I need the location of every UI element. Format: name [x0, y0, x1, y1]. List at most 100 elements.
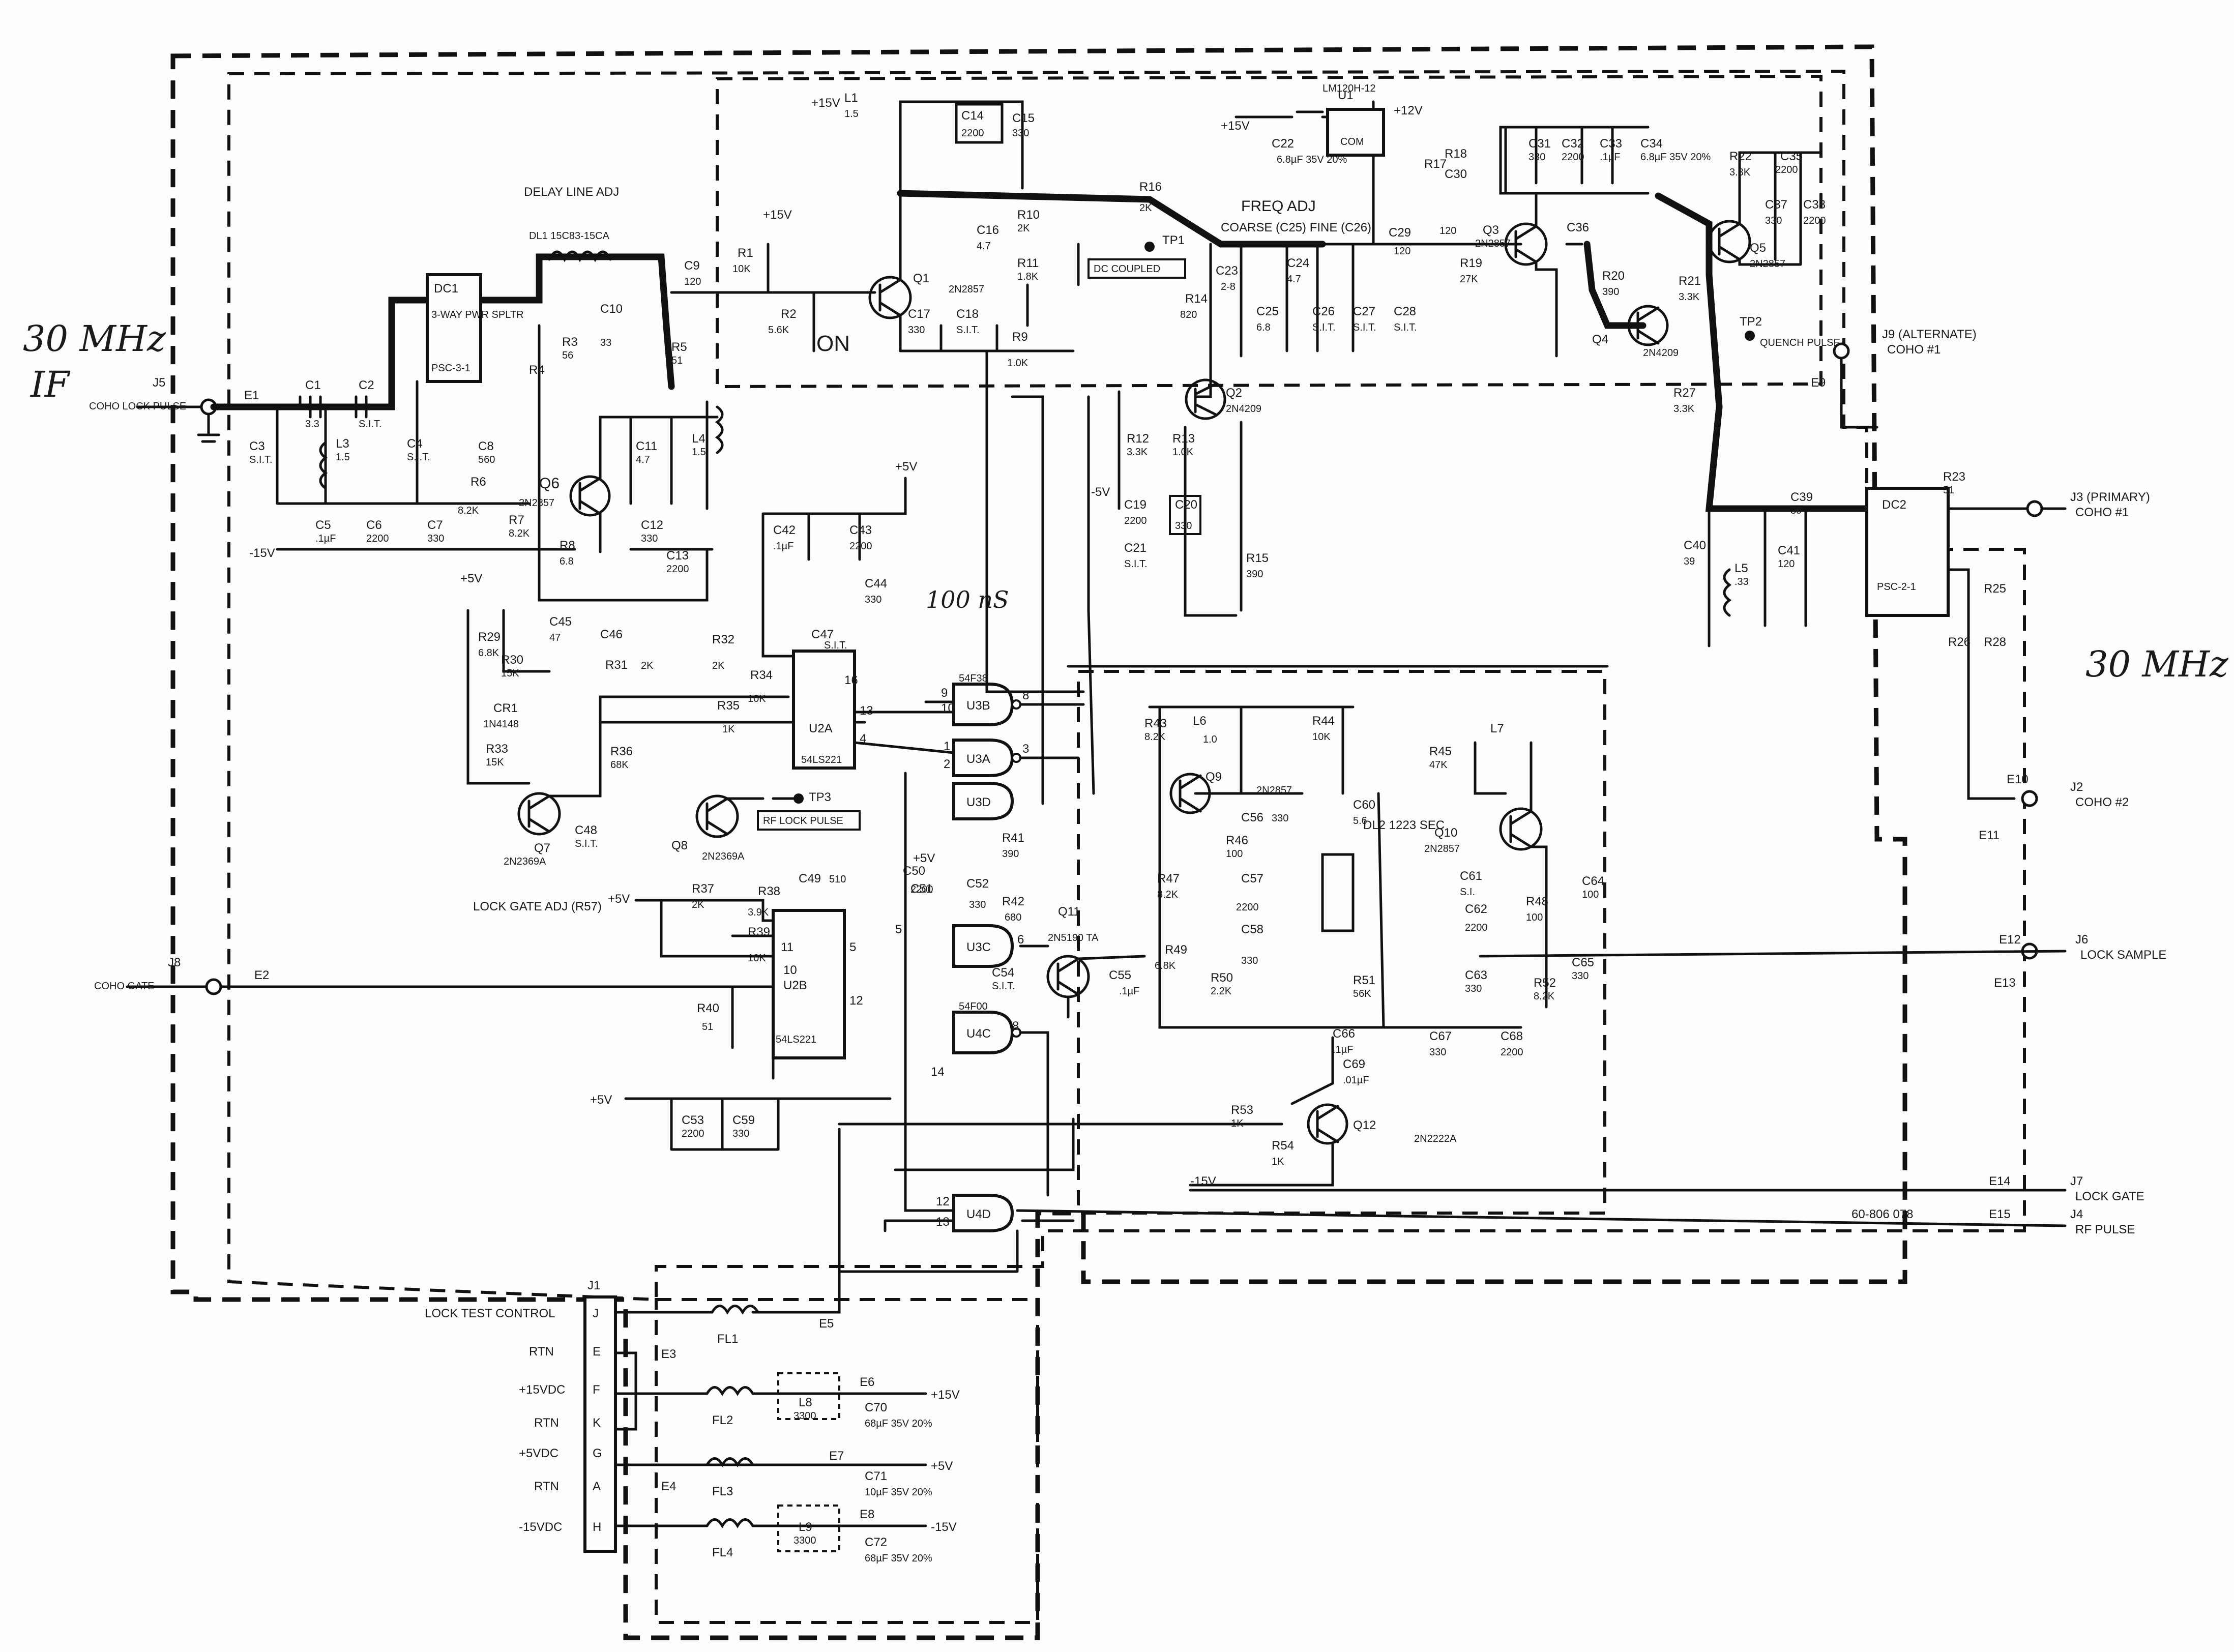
r21-label: R21 [1679, 274, 1701, 288]
c23-value: 2-8 [1221, 281, 1236, 292]
r41-value: 390 [1002, 848, 1019, 860]
plus5-c50: +5V [913, 851, 935, 865]
u2b-label: U2B [783, 979, 807, 992]
r50-value: 2.2K [1211, 986, 1232, 997]
plus5-u2: +5V [895, 460, 917, 474]
c15-label: C15 [1012, 111, 1035, 125]
on-note: ON [816, 331, 850, 356]
c21-value: S.I.T. [1124, 558, 1148, 570]
r34-label: R34 [750, 668, 773, 682]
c59-label: C59 [732, 1113, 755, 1127]
c65-value: 330 [1572, 970, 1589, 982]
e6-label: E6 [860, 1375, 874, 1389]
c32-value: 2200 [1562, 152, 1584, 163]
r42-value: 680 [1005, 912, 1021, 923]
l9-value: 3300 [793, 1535, 816, 1546]
q7-label: Q7 [534, 841, 550, 855]
q3-label: Q3 [1483, 223, 1499, 237]
e15-label: E15 [1989, 1207, 2011, 1221]
q7-type: 2N2369A [504, 856, 546, 867]
q10-label: Q10 [1434, 826, 1457, 840]
c43-label: C43 [849, 523, 872, 537]
r18-label: R18 [1445, 147, 1467, 161]
j1-pin-label: RTN [529, 1345, 554, 1359]
c54-label: C54 [992, 966, 1014, 980]
c40-value: 39 [1684, 556, 1695, 567]
r54-label: R54 [1272, 1139, 1294, 1153]
l6-label: L6 [1193, 714, 1207, 728]
j2-label: J2 [2070, 780, 2083, 794]
dc1-splitter: DC1 3-WAY PWR SPLTR PSC-3-1 DELAY LINE A… [210, 185, 675, 410]
r35-value: 1K [722, 724, 735, 735]
c49-value: 510 [829, 874, 846, 885]
fl1-label: FL1 [717, 1332, 738, 1346]
c37-value: 330 [1765, 215, 1782, 226]
c47-label: C47 [811, 628, 834, 641]
u3b-label: U3B [966, 699, 990, 713]
c9-value: 120 [684, 276, 701, 287]
u2a-oneshot: U2A 54LS221 C47 S.I.T. C42 .1µF C43 2200… [761, 460, 917, 770]
u3-gates: U3B 54F38 U3A U3D U3C U4C 54F00 U4D 9 10… [853, 673, 1085, 1232]
e11-label: E11 [1979, 829, 2000, 842]
tp3-label: TP3 [809, 790, 831, 804]
c24-value: 4.7 [1287, 274, 1301, 285]
q1-type: 2N2857 [949, 284, 984, 295]
r14-label: R14 [1185, 292, 1208, 306]
l4-value: 1.5 [692, 447, 706, 458]
plus5-rail: +5V C53 2200 C59 330 [590, 1093, 892, 1151]
j9-label: J9 (ALTERNATE) [1882, 328, 1977, 341]
pin-9: 9 [941, 686, 948, 700]
r19-value: 27K [1460, 274, 1478, 285]
q11-label: Q11 [1058, 905, 1080, 919]
r1-value: 10K [732, 263, 751, 275]
oscillator-section: FREQ ADJ COARSE (C25) FINE (C26) U1 LM12… [1216, 83, 1870, 512]
c34-label: C34 [1640, 137, 1663, 151]
e7-label: E7 [829, 1449, 844, 1463]
c44-value: 330 [865, 594, 881, 605]
plus15-u1: +15V [1221, 119, 1250, 133]
r39-value: 10K [748, 953, 766, 964]
c7-value: 330 [427, 533, 444, 544]
q2-label: Q2 [1226, 386, 1242, 400]
r6-label: R6 [471, 475, 486, 489]
c41-label: C41 [1778, 544, 1800, 557]
q3-type: 2N2857 [1475, 238, 1511, 249]
r48-value: 100 [1526, 912, 1543, 923]
q12-type: 2N2222A [1414, 1133, 1457, 1144]
c11-value: 4.7 [636, 454, 650, 465]
c25-value: 6.8 [1256, 322, 1271, 333]
j7-desc: LOCK GATE [2075, 1190, 2144, 1203]
u1-label: U1 [1338, 88, 1354, 102]
delay-line-label: DELAY LINE ADJ [524, 185, 619, 199]
c2-value: S.I.T. [359, 419, 382, 430]
dc1-desc: 3-WAY PWR SPLTR [431, 309, 524, 320]
c14-label: C14 [961, 109, 984, 123]
r51-value: 56K [1353, 988, 1371, 999]
c24-label: C24 [1287, 256, 1309, 270]
c56-label: C56 [1241, 811, 1263, 824]
lock-gate-rf-outputs: J7 LOCK GATE J4 RF PULSE E14 E15 60-806 … [884, 1174, 2144, 1236]
j1-pin-label: RTN [534, 1416, 559, 1430]
pin-13b: 13 [936, 1215, 950, 1229]
c6-label: C6 [366, 518, 382, 532]
r49-value: 6.8K [1155, 960, 1176, 971]
c37-label: C37 [1765, 198, 1787, 212]
r51-label: R51 [1353, 973, 1375, 987]
c42-value: .1µF [773, 541, 793, 552]
u1-part: LM120H-12 [1322, 83, 1376, 94]
c51-label: C51 [910, 882, 933, 896]
c28-label: C28 [1394, 305, 1416, 318]
c1-label: C1 [305, 378, 321, 392]
r20-value: 390 [1602, 286, 1619, 298]
pin-12: 12 [936, 1195, 950, 1208]
c60-value: 5.6 [1353, 815, 1367, 827]
e2-label: E2 [254, 968, 269, 982]
r12-label: R12 [1127, 432, 1149, 446]
j9-desc: COHO #1 [1887, 343, 1941, 357]
c59-value: 330 [732, 1128, 749, 1139]
r49-label: R49 [1165, 943, 1187, 957]
c45-label: C45 [549, 615, 572, 629]
if-label: IF [30, 364, 71, 405]
fl2-label: FL2 [712, 1413, 733, 1427]
r46-label: R46 [1226, 834, 1248, 847]
